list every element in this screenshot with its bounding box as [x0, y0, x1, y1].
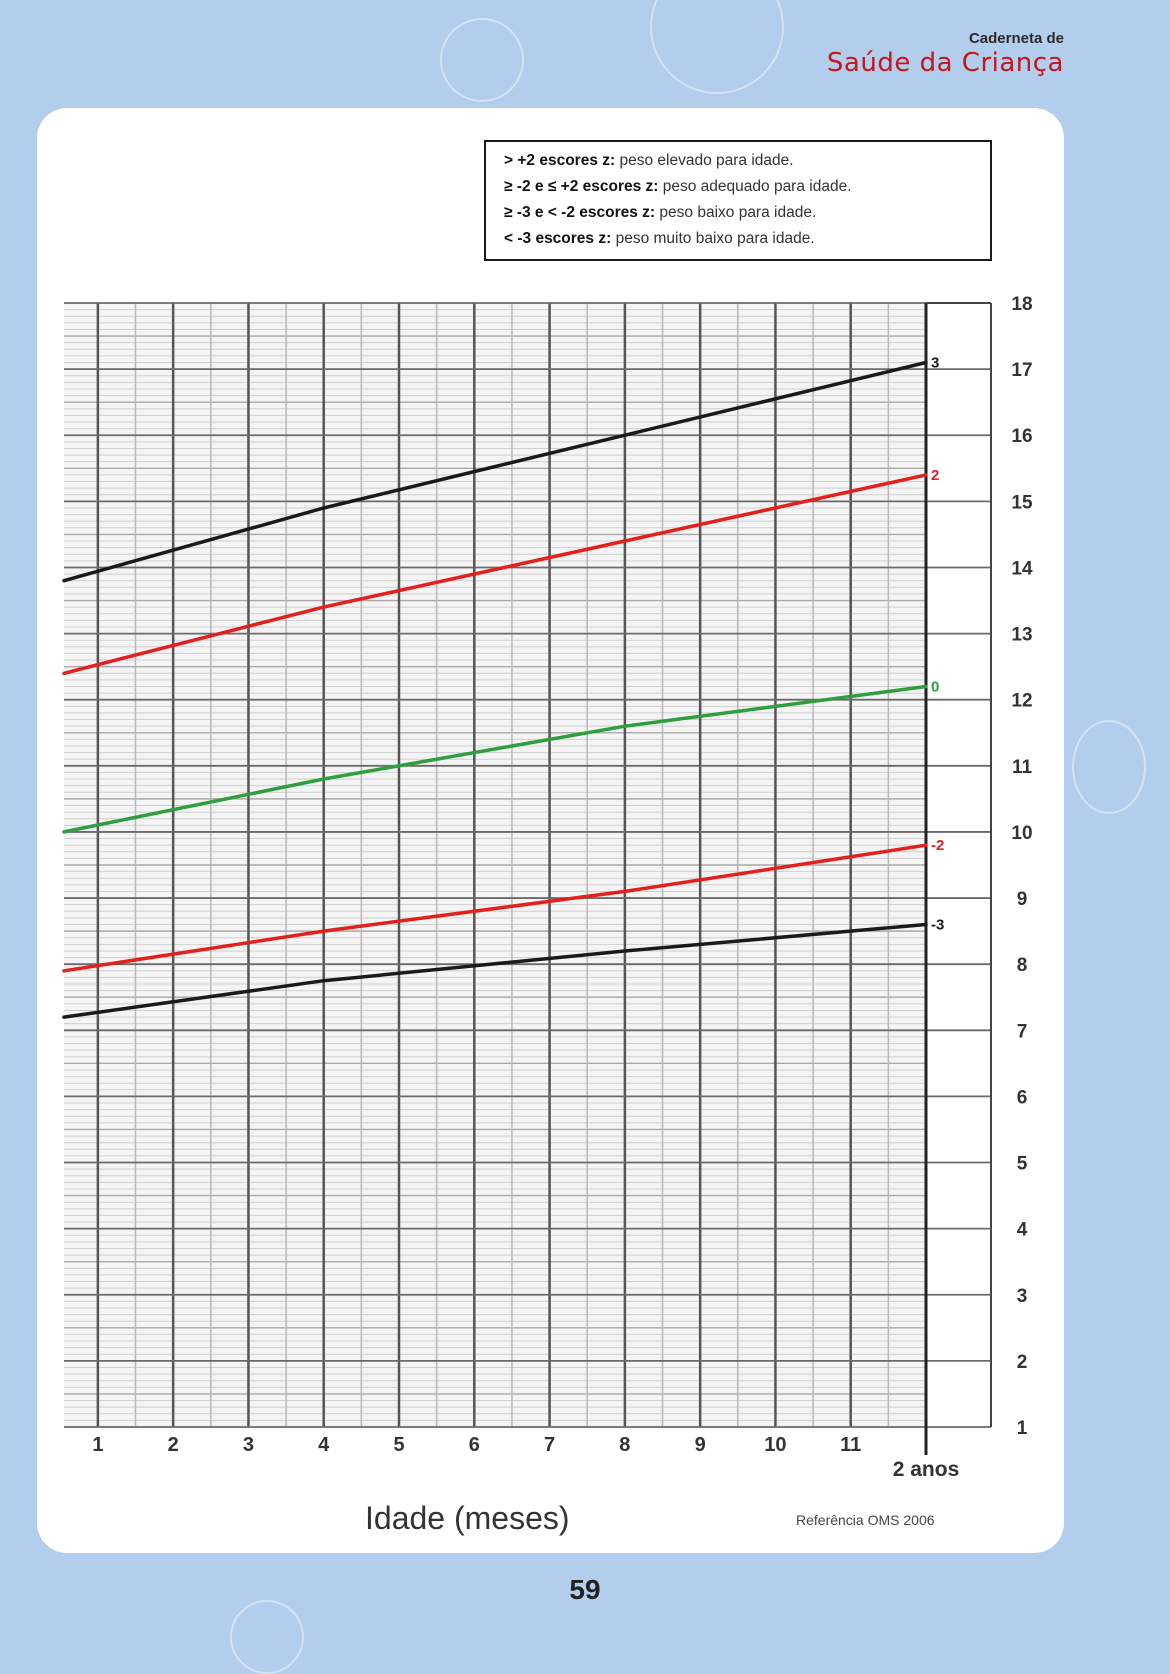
x-tick-label: 4 [318, 1434, 330, 1456]
zscore-line-0 [62, 684, 928, 834]
legend-entry: < -3 escores z: peso muito baixo para id… [504, 230, 815, 247]
legend-entry: ≥ -3 e < -2 escores z: peso baixo para i… [504, 204, 817, 221]
x-tick-label: 2 [168, 1434, 179, 1456]
zscore-line-2 [62, 473, 928, 676]
x-axis-title: Idade (meses) [365, 1500, 570, 1536]
y-tick-label: 10 [1011, 823, 1032, 844]
y-tick-label: 8 [1017, 955, 1028, 976]
decor-ball-icon [230, 1600, 304, 1674]
reference-note: Referência OMS 2006 [796, 1512, 935, 1528]
x-end-label: 2 anos [893, 1458, 960, 1480]
zscore-label-2: 2 [931, 467, 939, 484]
legend-entry: ≥ -2 e ≤ +2 escores z: peso adequado par… [504, 178, 852, 195]
y-tick-label: 4 [1017, 1220, 1028, 1241]
x-tick-label: 5 [393, 1434, 404, 1456]
zscore-line--3 [62, 922, 928, 1019]
x-tick-label: 7 [544, 1434, 555, 1456]
x-tick-label: 3 [243, 1434, 254, 1456]
y-tick-label: 5 [1017, 1154, 1028, 1175]
y-tick-label: 3 [1017, 1286, 1028, 1307]
y-tick-label: 9 [1017, 889, 1028, 910]
x-tick-label: 9 [695, 1434, 706, 1456]
x-tick-label: 8 [619, 1434, 630, 1456]
x-tick-label: 6 [469, 1434, 480, 1456]
y-tick-label: 18 [1011, 294, 1032, 315]
y-tick-label: 1 [1017, 1418, 1028, 1439]
zscore-label--2: -2 [931, 837, 944, 854]
y-tick-label: 15 [1011, 492, 1033, 513]
y-tick-label: 13 [1011, 625, 1032, 646]
y-tick-label: 7 [1017, 1021, 1028, 1042]
zscore-label-0: 0 [931, 678, 939, 695]
legend-entry: > +2 escores z: peso elevado para idade. [504, 152, 794, 169]
page-number: 59 [569, 1574, 601, 1605]
y-tick-label: 16 [1011, 426, 1032, 447]
header-caderneta: Caderneta de [968, 30, 1064, 47]
zscore-line--2 [62, 843, 928, 973]
x-tick-label: 11 [840, 1434, 861, 1456]
zscore-label--3: -3 [931, 917, 944, 934]
zscore-line-3 [62, 360, 928, 583]
header-title: Saúde da Criança [826, 48, 1064, 78]
y-tick-label: 2 [1017, 1352, 1028, 1373]
y-tick-label: 14 [1011, 558, 1033, 579]
y-tick-label: 17 [1011, 360, 1032, 381]
x-tick-label: 1 [92, 1434, 103, 1456]
y-tick-label: 12 [1011, 691, 1032, 712]
y-tick-label: 11 [1012, 757, 1033, 778]
decor-ball-icon [440, 18, 524, 102]
zscore-label-3: 3 [931, 355, 939, 372]
legend-box: > +2 escores z: peso elevado para idade.… [484, 140, 992, 261]
y-tick-label: 6 [1017, 1087, 1028, 1108]
decor-rattle-icon [1072, 720, 1146, 814]
x-tick-label: 10 [764, 1434, 786, 1456]
